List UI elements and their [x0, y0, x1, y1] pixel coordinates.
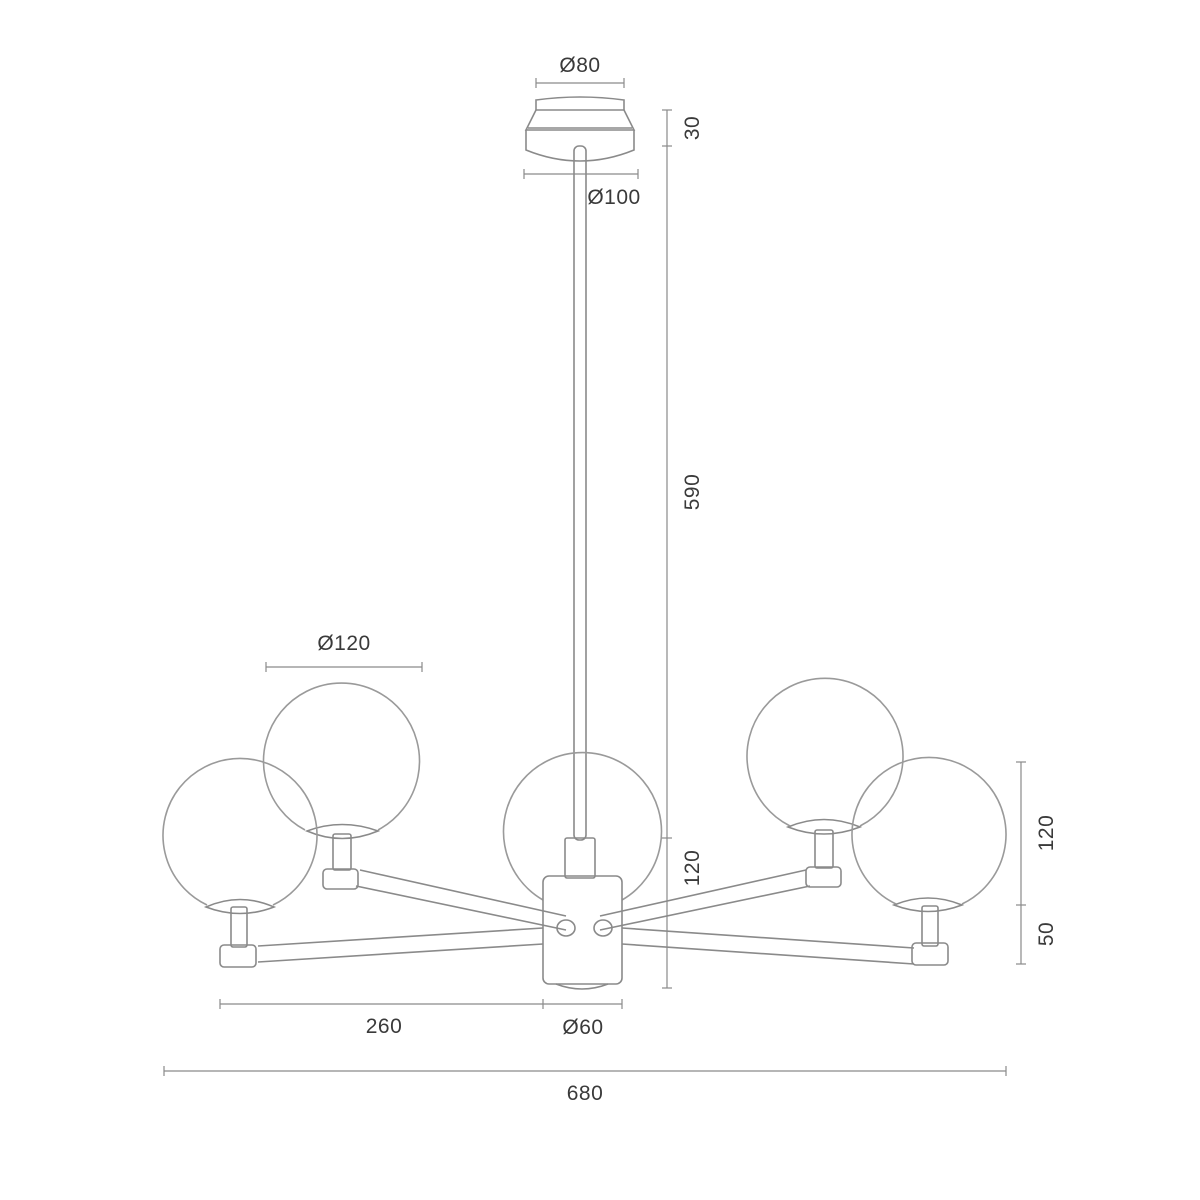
globe-front-right: [851, 756, 1007, 905]
label-canopy-top-diameter: Ø80: [559, 54, 600, 77]
suspension-rod: [573, 145, 587, 841]
label-rod-length: 590: [681, 474, 704, 511]
label-body-diameter: Ø60: [562, 1016, 603, 1039]
arm-front-left: [203, 898, 544, 968]
dim-line-arm-reach: [219, 999, 544, 1009]
label-total-width: 680: [567, 1082, 604, 1105]
label-arm-reach: 260: [366, 1015, 403, 1038]
label-canopy-height: 30: [681, 116, 704, 140]
label-globe-height: 120: [1035, 815, 1058, 852]
label-holder-height: 50: [1035, 922, 1058, 946]
dim-line-globe-diameter: [265, 662, 423, 672]
globe-back-center: [502, 751, 663, 901]
globe-back-right: [746, 677, 904, 827]
arm-front-right: [621, 897, 965, 966]
dim-line-right-vertical: [1016, 761, 1026, 965]
ceiling-canopy: [524, 96, 636, 162]
dim-line-vertical-height: [662, 109, 672, 989]
arm-back-right: [599, 818, 863, 931]
arm-back-left: [304, 823, 567, 931]
label-body-height: 120: [681, 850, 704, 887]
dim-line-total-width: [163, 1066, 1007, 1076]
globe-back-left: [262, 682, 421, 831]
label-canopy-base-diameter: Ø100: [587, 186, 640, 209]
dim-line-canopy-base: [523, 169, 639, 179]
dim-line-canopy-top: [535, 78, 625, 88]
dim-line-body-diameter: [543, 999, 623, 1009]
label-globe-diameter: Ø120: [317, 632, 370, 655]
globe-front-left: [162, 757, 318, 906]
central-body: [542, 837, 623, 990]
